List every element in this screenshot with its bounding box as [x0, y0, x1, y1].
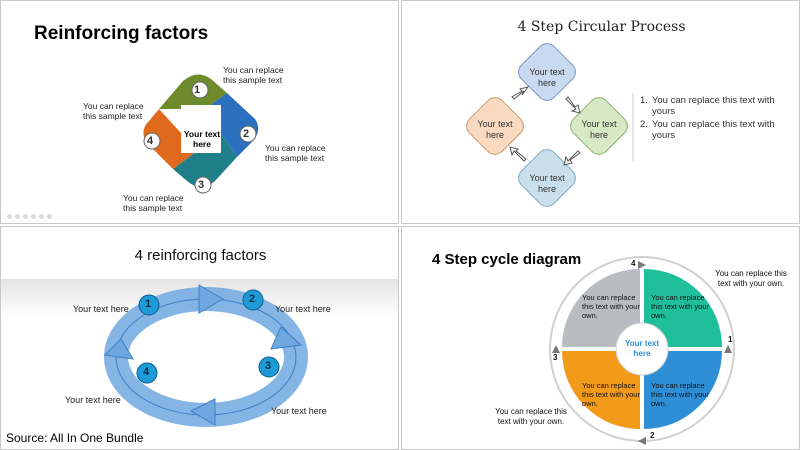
arrow-head-top [198, 284, 224, 314]
number-badge-3 [194, 176, 212, 194]
box-top [518, 43, 576, 101]
box-bottom [518, 149, 576, 207]
label-1: You can replace this sample text [223, 65, 284, 85]
list-item: 2. You can replace this text with yours [640, 119, 780, 141]
slide-4-step-cycle-diagram[interactable]: 4 Step cycle diagram 1 2 3 4 Your text h… [401, 226, 800, 450]
number-1: 1 [145, 298, 152, 310]
center-text: Your text here [183, 129, 221, 149]
arrow-mark-left [552, 345, 560, 353]
source-caption: Source: All In One Bundle [6, 431, 144, 445]
number-3: 3 [553, 353, 558, 362]
ball-4 [136, 362, 158, 384]
outer-text-bottom: You can replace this text with your own. [495, 407, 567, 426]
label-4: Your text here [65, 395, 121, 405]
arrow-top-right [565, 96, 581, 114]
slide-title: 4 Step Circular Process [517, 19, 686, 35]
slide-reinforcing-factors[interactable]: Reinforcing factors 1 2 3 4 Your text he… [0, 0, 399, 224]
reinforcing-factors-diagram [143, 74, 259, 194]
arrow-mark-bottom [638, 437, 646, 445]
center-circle [615, 322, 669, 376]
number-2: 2 [243, 128, 250, 140]
number-4: 4 [631, 259, 636, 268]
label-3: You can replace this sample text [123, 193, 184, 213]
label-4: You can replace this sample text [83, 101, 144, 121]
slide-title: 4 reinforcing factors [134, 247, 267, 264]
list-item-text: You can replace this text with yours [651, 119, 775, 141]
slide-4-reinforcing-factors[interactable]: 4 reinforcing factors 1 2 3 4 Your text … [0, 226, 399, 450]
slide-title: Reinforcing factors [34, 23, 209, 44]
ball-1 [138, 294, 160, 316]
label-3: Your text here [271, 406, 327, 416]
ball-2 [242, 289, 264, 311]
box-top-text: Your text here [529, 67, 565, 88]
quadrant-4-text: You can replace this text with your own. [582, 293, 640, 320]
box-bottom-text: Your text here [529, 173, 565, 194]
number-1: 1 [728, 335, 733, 344]
label-1: Your text here [73, 304, 129, 314]
ball-3 [258, 356, 280, 378]
quadrant-4 [562, 269, 640, 347]
number-2: 2 [650, 431, 655, 440]
arrow-mark-top [638, 261, 646, 269]
center-box [181, 105, 221, 153]
number-4: 4 [147, 135, 154, 147]
list-item-text: You can replace this text with yours [651, 95, 775, 117]
arrow-head-left [103, 338, 134, 360]
numbered-list: 1. You can replace this text with yours … [640, 95, 780, 141]
arrow-bottom-left [509, 146, 527, 162]
quadrant-1-text: You can replace this text with your own. [651, 293, 709, 320]
arrow-right-bottom [563, 150, 581, 166]
box-left [466, 97, 524, 155]
cycle-inner [140, 319, 272, 395]
box-left-text: Your text here [477, 119, 513, 140]
list-item: 1. You can replace this text with yours [640, 95, 780, 117]
quadrant-2 [644, 351, 722, 429]
label-2: You can replace this sample text [265, 143, 326, 163]
quadrant-1 [644, 269, 722, 347]
list-item-number: 2. [640, 119, 648, 130]
box-right [570, 97, 628, 155]
number-3: 3 [198, 179, 205, 191]
reinforcing-cycle-diagram [103, 284, 308, 427]
label-2: Your text here [275, 304, 331, 314]
number-1: 1 [194, 84, 201, 96]
arrow-head-bottom [189, 398, 216, 426]
arrow-head-right [270, 326, 303, 350]
box-right-text: Your text here [581, 119, 617, 140]
number-badge-2 [239, 125, 257, 143]
slide-4-step-circular-process[interactable]: 4 Step Circular Process Your text here Y… [401, 0, 800, 224]
slide-title: 4 Step cycle diagram [432, 251, 582, 268]
list-item-number: 1. [640, 95, 648, 106]
number-2: 2 [249, 293, 256, 305]
circular-process-diagram [466, 43, 634, 207]
number-3: 3 [265, 360, 272, 372]
center-text: Your text here [624, 339, 660, 358]
flow-arrows [509, 86, 581, 166]
petal-4 [143, 109, 197, 169]
number-4: 4 [143, 366, 150, 378]
slide-nav-dots[interactable] [7, 214, 52, 219]
outer-text-top: You can replace this text with your own. [715, 269, 787, 288]
arrow-left-top [511, 86, 530, 100]
number-badge-4 [143, 132, 161, 150]
number-badge-1 [191, 81, 209, 99]
quadrant-3 [562, 351, 640, 429]
quadrant-3-text: You can replace this text with your own. [582, 381, 640, 408]
arrow-mark-right [724, 345, 732, 353]
cycle-diagram [549, 256, 735, 445]
quadrant-2-text: You can replace this text with your own. [651, 381, 709, 408]
